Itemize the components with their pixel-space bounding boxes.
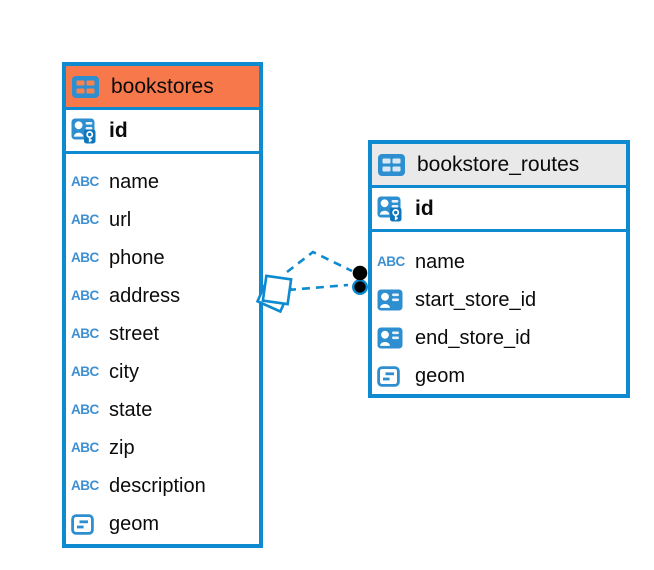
column-row-geom[interactable]: geom [66,505,259,543]
column-name: id [109,118,128,142]
table-bookstore-routes-header[interactable]: bookstore_routes [372,144,626,188]
table-title: bookstores [111,74,214,98]
column-name: end_store_id [415,326,531,349]
text-type-icon: ABC [71,174,99,190]
column-name: name [109,170,160,193]
column-name: phone [109,246,165,269]
text-type-icon: ABC [71,212,99,228]
column-row-name[interactable]: ABC name [372,243,626,281]
column-name: street [109,322,160,345]
column-name: geom [415,364,466,387]
column-name: geom [109,512,160,535]
column-row-start-store-id[interactable]: start_store_id [372,281,626,319]
column-row-city[interactable]: ABC city [66,353,259,391]
table-bookstores-header[interactable]: bookstores [66,66,259,110]
column-name: description [109,474,206,497]
text-type-icon: ABC [377,254,405,270]
column-row-end-store-id[interactable]: end_store_id [372,319,626,357]
column-row-description[interactable]: ABC description [66,467,259,505]
column-name: address [109,284,181,307]
table-bookstores[interactable]: bookstores id ABC name ABC url ABC phone… [62,62,263,548]
relationship-line-2[interactable] [287,283,349,292]
column-list: ABC name start_store_id end_store_id ge [372,232,626,395]
column-row-id[interactable]: id [66,110,259,154]
column-row-address[interactable]: ABC address [66,277,259,315]
column-row-geom[interactable]: geom [372,357,626,395]
column-row-street[interactable]: ABC street [66,315,259,353]
text-type-icon: ABC [71,440,99,456]
column-row-zip[interactable]: ABC zip [66,429,259,467]
column-name: name [415,250,466,273]
column-name: id [415,196,434,220]
column-row-phone[interactable]: ABC phone [66,239,259,277]
column-row-state[interactable]: ABC state [66,391,259,429]
relationship-line-1[interactable] [286,250,353,274]
column-row-name[interactable]: ABC name [66,163,259,201]
text-type-icon: ABC [71,364,99,380]
column-name: state [109,398,153,421]
column-list: ABC name ABC url ABC phone ABC address A… [66,154,259,543]
text-type-icon: ABC [71,288,99,304]
column-name: start_store_id [415,288,537,311]
text-type-icon: ABC [71,478,99,494]
text-type-icon: ABC [71,250,99,266]
text-type-icon: ABC [71,402,99,418]
many-end-dot[interactable] [352,279,369,296]
table-bookstore-routes[interactable]: bookstore_routes id ABC name start_store… [368,140,630,398]
column-name: city [109,360,139,383]
column-name: url [109,208,132,231]
text-type-icon: ABC [71,326,99,342]
table-title: bookstore_routes [417,152,580,176]
column-row-url[interactable]: ABC url [66,201,259,239]
one-end-diamond[interactable] [255,274,293,314]
column-name: zip [109,436,135,459]
column-row-id[interactable]: id [372,188,626,232]
many-end-dot[interactable] [352,265,368,281]
